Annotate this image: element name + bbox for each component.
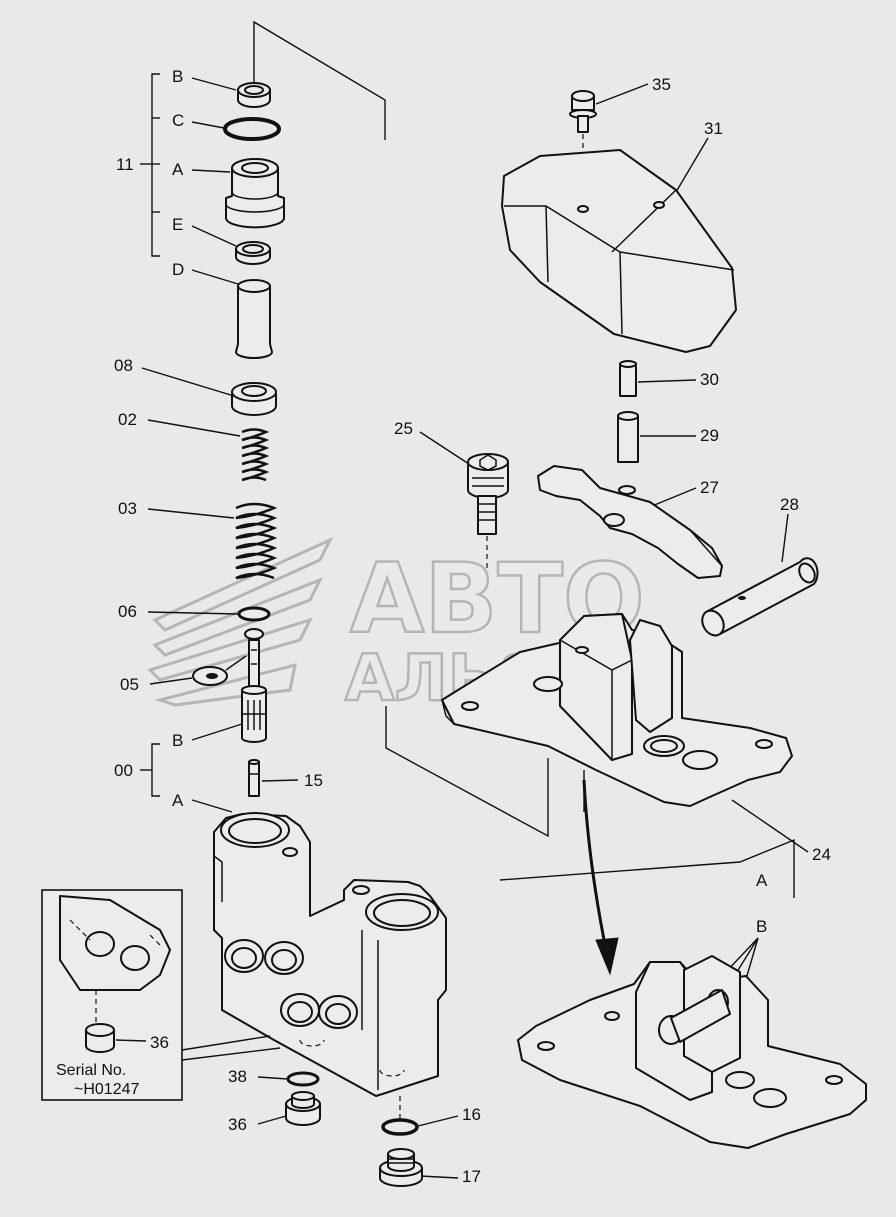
- label-11: 11: [116, 155, 134, 174]
- label-A3: A: [756, 871, 768, 890]
- plunger-D: [235, 279, 273, 359]
- right-side-parts: 35 31 30 29: [385, 75, 867, 1149]
- label-B: B: [172, 67, 183, 86]
- valve-body: [213, 812, 447, 1097]
- serial-line2: ~H01247: [74, 1081, 139, 1098]
- label-05: 05: [120, 675, 139, 694]
- lever-27: [537, 465, 723, 579]
- label-25: 25: [394, 419, 413, 438]
- plug-36: [285, 1091, 321, 1126]
- left-column-parts: 11 B C A E D: [114, 20, 481, 1187]
- label-D: D: [172, 260, 184, 279]
- pin-30: [619, 360, 637, 397]
- bolt-35: [569, 90, 597, 133]
- label-30: 30: [700, 370, 719, 389]
- retainer-05: [192, 655, 247, 686]
- label-00: 00: [114, 761, 133, 780]
- bolt-25: [467, 453, 509, 535]
- label-15: 15: [304, 771, 323, 790]
- serial-inset: 36 Serial No. ~H01247: [41, 889, 281, 1101]
- inset-plug-36: [85, 1023, 115, 1053]
- pin-28: [701, 557, 819, 637]
- pin-15: [248, 759, 260, 797]
- label-E: E: [172, 215, 183, 234]
- label-36b: 36: [228, 1115, 247, 1134]
- oring-16: [381, 1118, 419, 1136]
- label-B2: B: [172, 731, 183, 750]
- sleeve-29: [617, 411, 639, 463]
- oring-C: [223, 117, 281, 141]
- label-35: 35: [652, 75, 671, 94]
- inner-spring-02: [241, 428, 270, 482]
- serial-line1: Serial No.: [56, 1062, 126, 1079]
- lower-base-plate: [517, 955, 867, 1149]
- label-02: 02: [118, 410, 137, 429]
- label-B3: B: [756, 917, 767, 936]
- label-36: 36: [150, 1033, 169, 1052]
- label-06: 06: [118, 602, 137, 621]
- spring-seat-08: [231, 382, 277, 416]
- plug-17: [379, 1148, 423, 1187]
- ring-E: [235, 241, 271, 265]
- label-17: 17: [462, 1167, 481, 1186]
- base-plate-24: [441, 613, 793, 807]
- label-16: 16: [462, 1105, 481, 1124]
- direction-arrow: [582, 779, 619, 976]
- ring-B: [237, 82, 271, 108]
- bushing-A: [225, 158, 285, 229]
- label-31: 31: [704, 119, 723, 138]
- label-08: 08: [114, 356, 133, 375]
- label-29: 29: [700, 426, 719, 445]
- label-38: 38: [228, 1067, 247, 1086]
- label-27: 27: [700, 478, 719, 497]
- washer-06: [237, 606, 271, 622]
- oring-38: [286, 1071, 320, 1087]
- label-24: 24: [812, 845, 831, 864]
- cover-31: [501, 149, 737, 353]
- label-28: 28: [780, 495, 799, 514]
- label-03: 03: [118, 499, 137, 518]
- label-A: A: [172, 160, 184, 179]
- label-A2: A: [172, 791, 184, 810]
- spool-B: [241, 685, 267, 743]
- outer-spring-03: [235, 502, 278, 580]
- spool-shaft: [244, 628, 264, 691]
- label-C: C: [172, 111, 184, 130]
